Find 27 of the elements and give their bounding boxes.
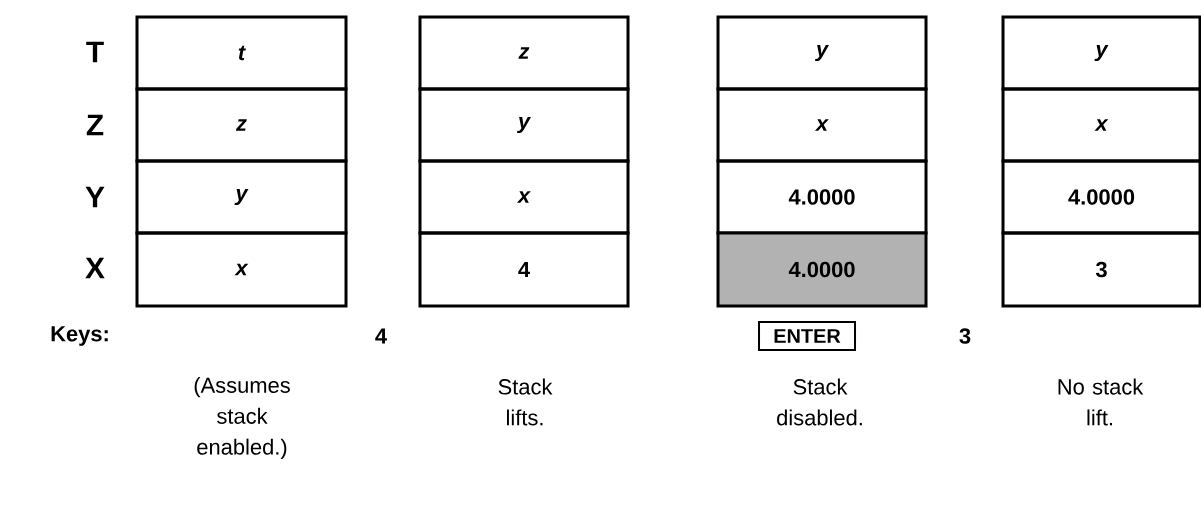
key-label: 4 xyxy=(375,328,387,344)
stack-register-cell: y xyxy=(716,15,928,91)
stack-register-cell: x xyxy=(716,87,928,163)
caption: (Assumes stack enabled.) xyxy=(194,376,290,460)
stack-register-cell: 4 xyxy=(418,231,630,308)
stack-register-cell: 4.0000 xyxy=(716,231,928,308)
stack-register-cell: 3 xyxy=(1001,231,1201,308)
stack-register-cell: 4.0000 xyxy=(1001,159,1201,235)
stack-register-cell: y xyxy=(135,159,348,235)
caption: Stack lifts. xyxy=(498,378,553,426)
key-label: 3 xyxy=(959,328,971,344)
caption: No stack lift. xyxy=(1058,378,1144,426)
register-name: Z xyxy=(86,114,104,136)
key-box: ENTER xyxy=(758,321,856,351)
stack-register-cell: x xyxy=(1001,87,1201,163)
stack-register-cell: z xyxy=(418,15,630,91)
stack-register-cell: z xyxy=(135,87,348,163)
register-name: X xyxy=(85,257,105,279)
register-name: T xyxy=(86,41,104,63)
keys-heading: Keys: xyxy=(51,326,108,346)
register-name: Y xyxy=(85,186,105,208)
stack-register-cell: t xyxy=(135,15,348,91)
stack-register-cell: x xyxy=(135,231,348,308)
caption: Stack disabled. xyxy=(777,378,862,426)
stack-register-cell: x xyxy=(418,159,630,235)
stack-register-cell: y xyxy=(418,87,630,163)
stack-register-cell: y xyxy=(1001,15,1201,91)
